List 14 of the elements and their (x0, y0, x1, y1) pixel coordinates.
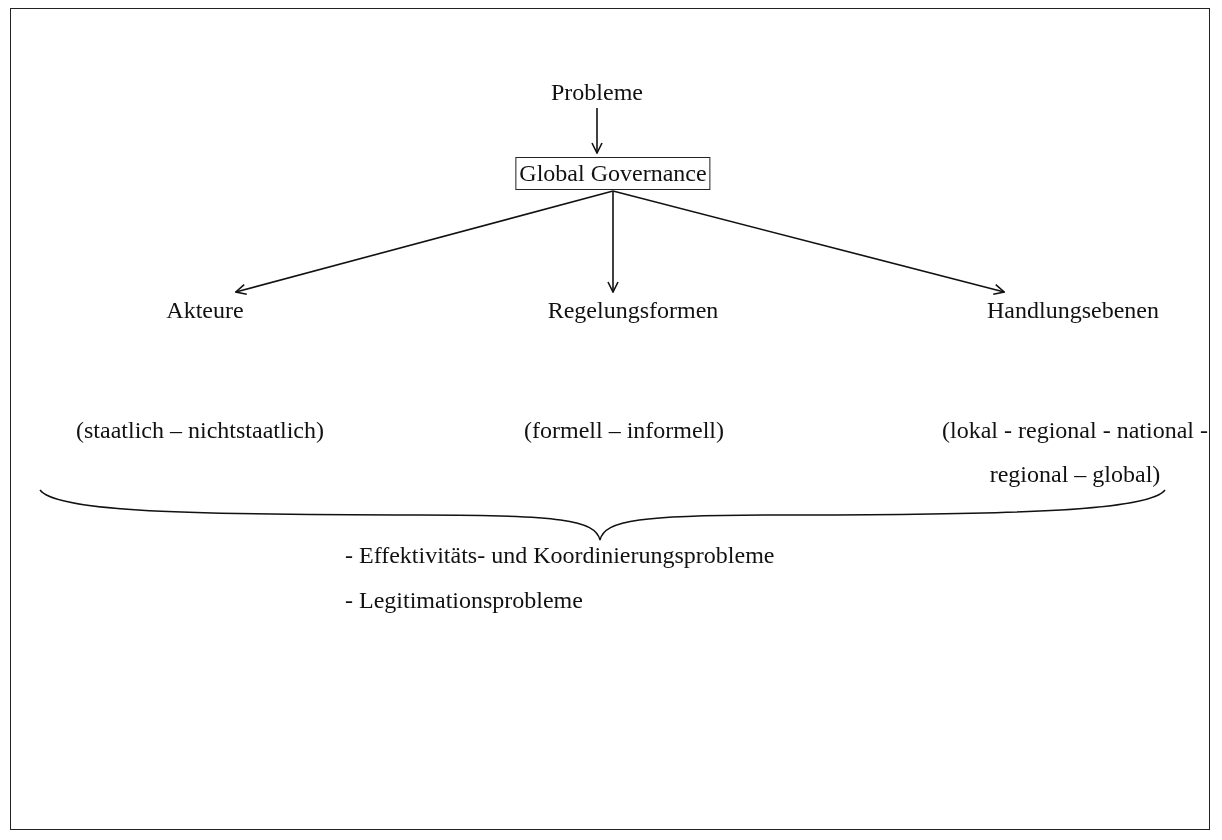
arrow (591, 107, 603, 154)
node-text: Handlungsebenen (987, 296, 1159, 325)
node-text: Akteure (166, 296, 244, 325)
category-note: (formell – informell) (523, 416, 725, 445)
node-text: Regelungsformen (547, 296, 719, 325)
arrow (607, 190, 619, 293)
arrow (612, 190, 1005, 296)
node-text: Probleme (551, 78, 643, 107)
category-note: (staatlich – nichtstaatlich) (75, 416, 325, 445)
process-box: Global Governance (515, 157, 711, 190)
bullet-text: - Effektivitäts- und Koordinierungsprobleme (345, 541, 776, 570)
category-note: (lokal - regional - national - regional – global) (941, 416, 1209, 489)
bullet-text: - Legitimationsprobleme (345, 586, 584, 615)
arrow (235, 190, 614, 296)
